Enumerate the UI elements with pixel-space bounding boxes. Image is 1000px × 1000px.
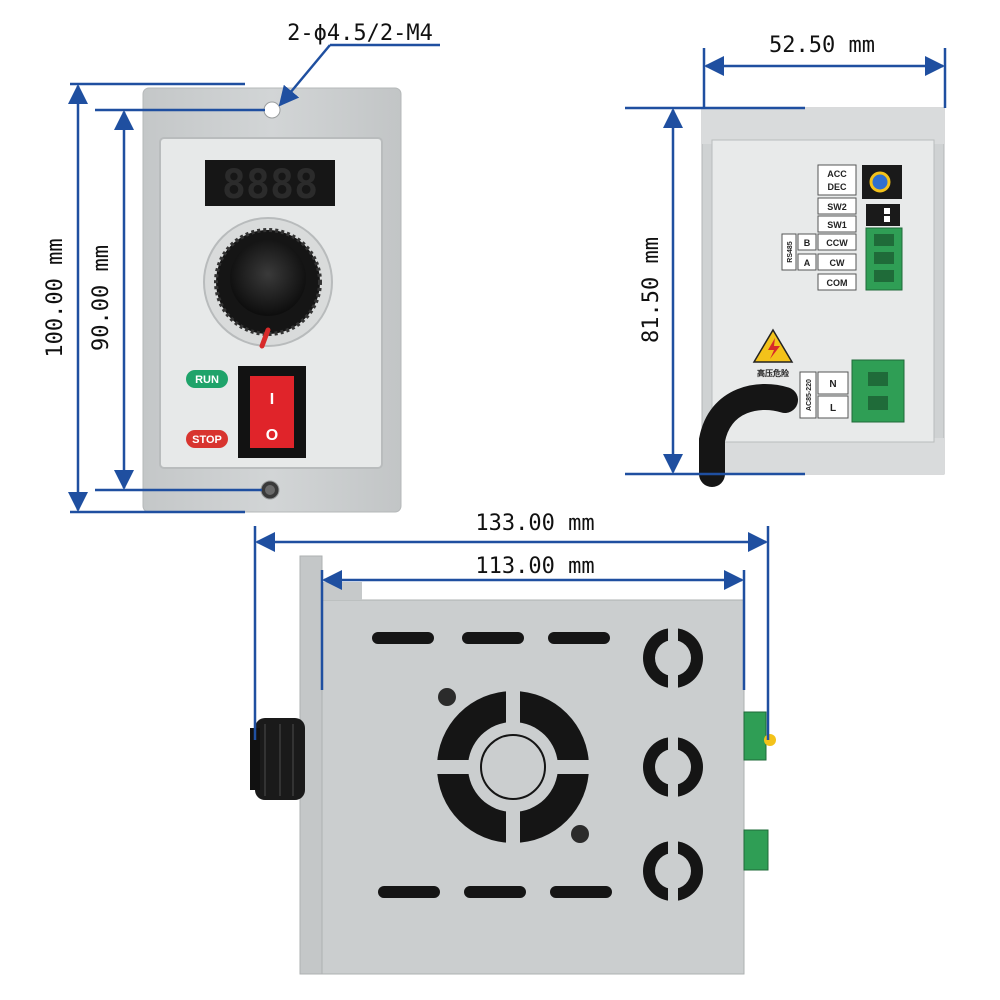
side-total-depth-label: 133.00 mm xyxy=(475,511,594,536)
cooling-fan xyxy=(434,688,592,846)
front-view: 8888 RUN STOP I O xyxy=(142,87,402,513)
label-a: A xyxy=(804,258,811,268)
switch-on-mark: I xyxy=(270,391,274,408)
side-knob xyxy=(250,718,305,800)
label-b: B xyxy=(804,238,811,248)
side-body-depth-label: 113.00 mm xyxy=(475,554,594,579)
hole-spec-label: 2-ϕ4.5/2-M4 xyxy=(287,21,433,46)
back-width-label: 52.50 mm xyxy=(769,33,875,58)
back-height-label: 81.50 mm xyxy=(639,237,664,343)
label-rs485: RS485 xyxy=(787,241,794,263)
side-power-terminal xyxy=(743,829,769,871)
side-view xyxy=(250,555,776,975)
fan-screw-bottom xyxy=(571,825,589,843)
run-label: RUN xyxy=(195,374,219,386)
side-signal-terminal xyxy=(743,711,767,761)
trim-pot[interactable] xyxy=(869,171,891,193)
label-dec: DEC xyxy=(827,182,847,192)
label-ccw: CCW xyxy=(826,238,848,248)
label-l: L xyxy=(830,403,836,414)
signal-terminal-block[interactable] xyxy=(865,227,903,291)
power-rocker-switch[interactable]: I O xyxy=(238,366,306,458)
label-cw: CW xyxy=(830,258,845,268)
front-outer-height-label: 100.00 mm xyxy=(43,238,68,357)
fan-screw-top xyxy=(438,688,456,706)
terminal-label-table xyxy=(781,164,857,291)
speed-knob[interactable] xyxy=(203,217,333,349)
power-terminal-block[interactable] xyxy=(851,359,905,423)
front-dimensions xyxy=(68,43,440,514)
knob-pointer xyxy=(259,327,271,349)
front-inner-height-label: 90.00 mm xyxy=(89,245,114,351)
label-sw1: SW1 xyxy=(827,220,847,230)
dip-switch[interactable] xyxy=(866,204,900,226)
vent-slots xyxy=(372,632,612,898)
side-dimensions xyxy=(253,526,770,740)
label-n: N xyxy=(829,379,836,390)
label-sw2: SW2 xyxy=(827,202,847,212)
led-display xyxy=(205,160,335,206)
label-acc: ACC xyxy=(827,169,847,179)
led-display-digits: 8888 xyxy=(222,162,318,208)
back-view: ACC DEC SW2 SW1 CCW CW COM B A RS485 高压危… xyxy=(699,107,945,487)
stop-indicator xyxy=(186,430,228,448)
switch-off-mark: O xyxy=(266,427,278,444)
back-dimensions xyxy=(625,48,947,476)
label-ac-range: AC85-220 xyxy=(806,379,813,411)
label-com: COM xyxy=(827,278,848,288)
stop-label: STOP xyxy=(192,434,222,446)
run-indicator xyxy=(186,370,228,388)
top-mounting-hole xyxy=(263,101,281,119)
power-label-table xyxy=(799,371,849,419)
high-voltage-warning-text: 高压危险 xyxy=(757,368,790,378)
power-cable xyxy=(699,384,798,487)
